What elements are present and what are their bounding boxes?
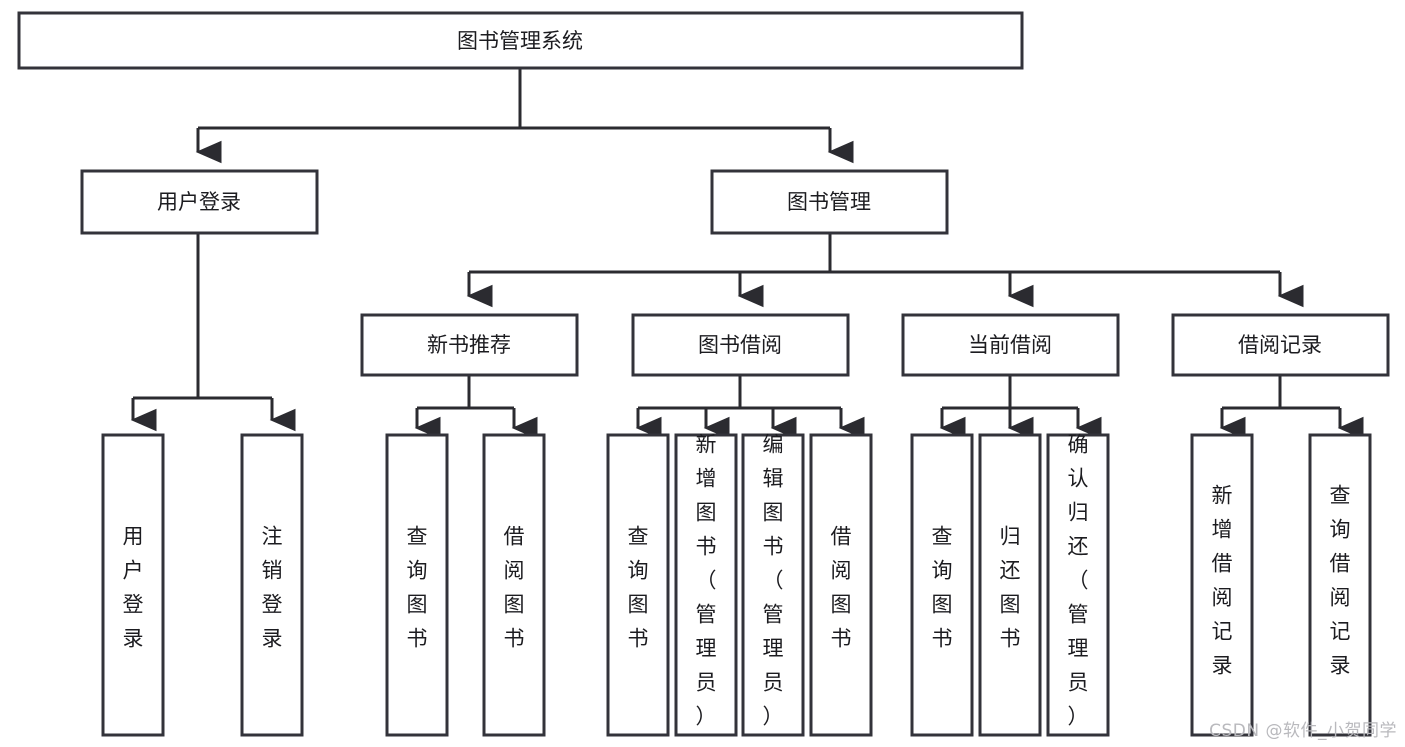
node-leaf-add-book-label: 新增图书（管理员） bbox=[696, 433, 717, 729]
node-leaf-user-logout-label: 注销登录 bbox=[262, 525, 283, 651]
node-leaf-query-book-1[interactable]: 查询图书 bbox=[385, 433, 449, 737]
edge-borrow-record-to-leaves bbox=[1219, 375, 1364, 440]
node-book-borrow-label: 图书借阅 bbox=[698, 333, 782, 357]
node-leaf-query-book-2-label: 查询图书 bbox=[628, 525, 649, 651]
node-leaf-borrow-book-1-label: 借阅图书 bbox=[504, 525, 525, 651]
node-current-borrow-label: 当前借阅 bbox=[968, 333, 1052, 357]
node-leaf-borrow-book-2[interactable]: 借阅图书 bbox=[809, 433, 873, 737]
node-new-book-recommend-label: 新书推荐 bbox=[427, 333, 511, 357]
node-book-manage[interactable]: 图书管理 bbox=[710, 169, 949, 235]
node-leaf-borrow-book-2-label: 借阅图书 bbox=[831, 525, 852, 651]
edge-user-login-to-leaves bbox=[130, 233, 296, 432]
node-book-manage-label: 图书管理 bbox=[787, 190, 871, 214]
node-leaf-edit-book-label: 编辑图书（管理员） bbox=[763, 433, 784, 729]
node-leaf-confirm-return-label: 确认归还（管理员） bbox=[1068, 433, 1089, 729]
node-leaf-confirm-return[interactable]: 确认归还（管理员） bbox=[1046, 433, 1110, 737]
edge-current-borrow-to-leaves bbox=[939, 375, 1102, 440]
node-current-borrow[interactable]: 当前借阅 bbox=[901, 313, 1120, 377]
node-leaf-user-logout[interactable]: 注销登录 bbox=[240, 433, 304, 737]
node-book-borrow[interactable]: 图书借阅 bbox=[631, 313, 850, 377]
node-user-login[interactable]: 用户登录 bbox=[80, 169, 319, 235]
edge-book-borrow-to-leaves bbox=[635, 375, 865, 440]
node-leaf-add-record-label: 新增借阅记录 bbox=[1212, 484, 1233, 678]
node-new-book-recommend[interactable]: 新书推荐 bbox=[360, 313, 579, 377]
node-root[interactable]: 图书管理系统 bbox=[17, 11, 1024, 70]
node-leaf-query-book-2[interactable]: 查询图书 bbox=[606, 433, 670, 737]
edge-root-to-level2 bbox=[195, 68, 854, 164]
node-leaf-user-login-label: 用户登录 bbox=[123, 525, 144, 651]
edge-new-book-recommend-to-leaves bbox=[414, 375, 538, 440]
node-leaf-return-book[interactable]: 归还图书 bbox=[978, 433, 1042, 737]
node-leaf-query-book-3-label: 查询图书 bbox=[932, 525, 953, 651]
node-leaf-return-book-label: 归还图书 bbox=[1000, 525, 1021, 651]
node-leaf-borrow-book-1[interactable]: 借阅图书 bbox=[482, 433, 546, 737]
node-root-label: 图书管理系统 bbox=[457, 29, 583, 53]
csdn-watermark: CSDN @软件_小贺同学 bbox=[1209, 721, 1397, 741]
node-user-login-label: 用户登录 bbox=[157, 190, 241, 214]
edge-book-manage-to-level3 bbox=[466, 233, 1304, 308]
node-leaf-user-login[interactable]: 用户登录 bbox=[101, 433, 165, 737]
node-borrow-record-label: 借阅记录 bbox=[1238, 333, 1322, 357]
node-leaf-query-record-label: 查询借阅记录 bbox=[1330, 484, 1351, 678]
node-leaf-add-record[interactable]: 新增借阅记录 bbox=[1190, 433, 1254, 737]
node-leaf-add-book[interactable]: 新增图书（管理员） bbox=[674, 433, 738, 737]
node-leaf-query-book-3[interactable]: 查询图书 bbox=[910, 433, 974, 737]
node-leaf-query-book-1-label: 查询图书 bbox=[407, 525, 428, 651]
node-borrow-record[interactable]: 借阅记录 bbox=[1171, 313, 1390, 377]
node-leaf-edit-book[interactable]: 编辑图书（管理员） bbox=[741, 433, 805, 737]
node-leaf-query-record[interactable]: 查询借阅记录 bbox=[1308, 433, 1372, 737]
